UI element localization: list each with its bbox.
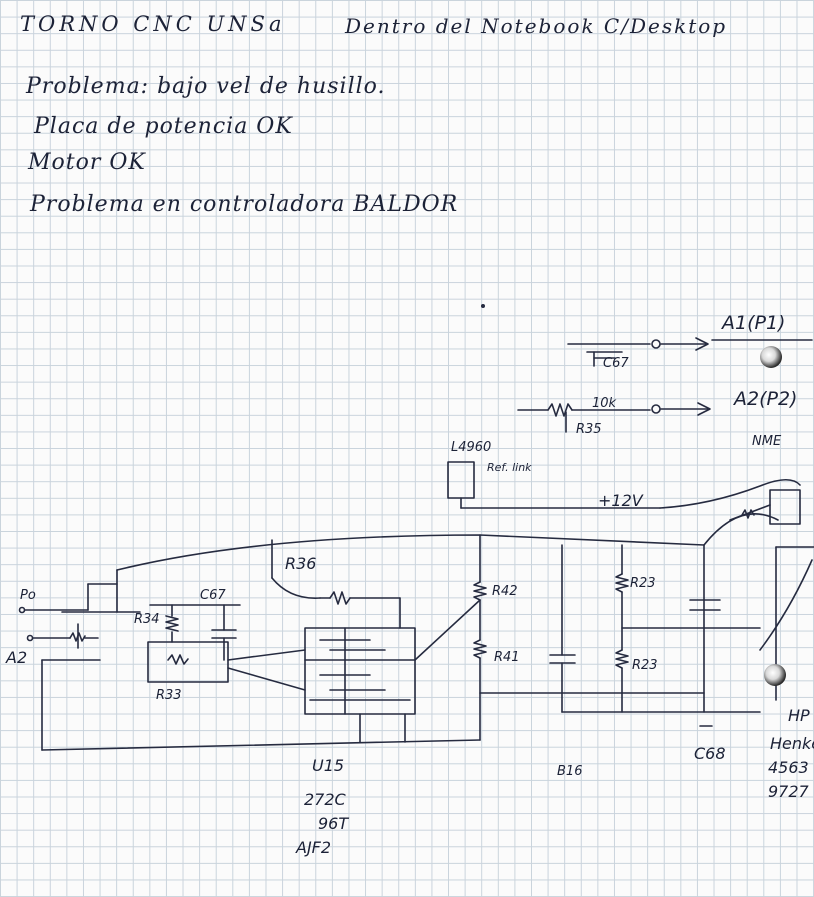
resistor-r35 xyxy=(517,402,711,433)
input-terminals xyxy=(18,569,481,751)
label-u15-code-2: 96T xyxy=(318,814,349,833)
note-line-2: Placa de potencia OK xyxy=(34,114,293,139)
label-r33: R33 xyxy=(156,688,182,703)
capacitor-c67-top xyxy=(567,337,813,367)
header-project: TORNO CNC UNSa xyxy=(20,12,286,36)
nme-area xyxy=(703,489,814,701)
header-subtitle: Dentro del Notebook C/Desktop xyxy=(345,14,728,38)
label-10k: 10k xyxy=(592,396,617,411)
r42-r41-chain xyxy=(473,534,705,741)
label-u15-code-3: AJF2 xyxy=(296,838,332,857)
u15-opamp xyxy=(271,539,481,743)
label-r34: R34 xyxy=(134,612,160,627)
label-l4960: L4960 xyxy=(451,440,492,455)
label-u15: U15 xyxy=(312,756,345,775)
label-r35: R35 xyxy=(576,422,602,437)
capacitor-b16 xyxy=(549,544,761,713)
label-r36: R36 xyxy=(285,554,317,573)
label-po: Po xyxy=(20,588,36,603)
label-a1-p1: A1(P1) xyxy=(722,312,786,334)
label-a2: A2 xyxy=(6,648,28,667)
label-c67: C67 xyxy=(200,588,226,603)
label-code-4563: 4563 xyxy=(768,758,809,777)
label-a2-p2: A2(P2) xyxy=(734,388,798,410)
note-line-1: Problema: bajo vel de husillo. xyxy=(26,74,386,99)
label-r42: R42 xyxy=(492,584,518,599)
label-r41: R41 xyxy=(494,650,520,665)
label-u15-code-1: 272C xyxy=(304,790,346,809)
r23-chain xyxy=(615,544,761,713)
label-hp: HP xyxy=(788,706,810,725)
ic-l4960 xyxy=(447,461,801,509)
label-nme: NME xyxy=(752,434,782,449)
label-b16: B16 xyxy=(557,764,583,779)
label-code-9727: 9727 xyxy=(768,782,809,801)
label-henkel: Henkel xyxy=(770,734,814,753)
r34-r33-network xyxy=(147,604,306,691)
label-c67-top: C67 xyxy=(603,356,629,371)
capacitor-c68 xyxy=(689,599,721,727)
note-line-4: Problema en controladora BALDOR xyxy=(30,192,459,217)
label-r23-lower: R23 xyxy=(632,658,658,673)
note-line-3: Motor OK xyxy=(28,150,146,175)
label-ref-link: Ref. link xyxy=(487,461,532,474)
label-r23: R23 xyxy=(630,576,656,591)
binder-hole-icon xyxy=(764,664,786,686)
label-plus12v: +12V xyxy=(598,491,643,510)
binder-hole-icon xyxy=(760,346,782,368)
label-c68: C68 xyxy=(694,744,726,763)
